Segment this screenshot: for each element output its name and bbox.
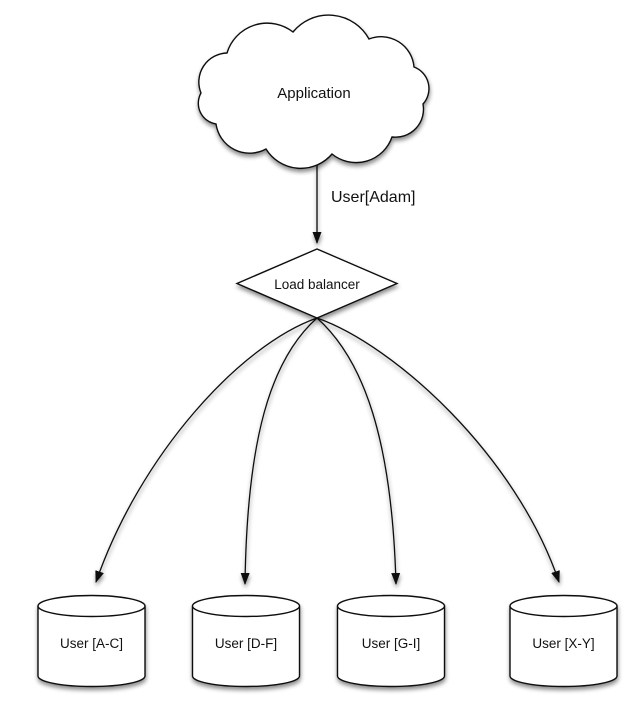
cylinder-top — [509, 594, 618, 618]
application-node: Application — [197, 14, 430, 170]
shard-ac-label: User [A-C] — [60, 636, 123, 651]
shard-df-node: User [D-F] — [191, 594, 301, 688]
cylinder-shape — [509, 606, 618, 688]
edge-loadbalancer-to-shard-gi-arrow — [316, 317, 401, 585]
shard-gi-label: User [G-I] — [362, 636, 421, 651]
cylinder-top — [37, 594, 146, 618]
cylinder-top — [191, 594, 301, 618]
shard-xy-node: User [X-Y] — [509, 594, 618, 688]
cylinder-top — [336, 594, 446, 618]
edge-loadbalancer-to-shard-df-arrow — [240, 317, 318, 585]
shard-gi-node: User [G-I] — [336, 594, 446, 688]
diamond-shape — [235, 248, 399, 319]
shard-xy-label: User [X-Y] — [532, 636, 594, 651]
cylinder-shape — [191, 606, 301, 688]
load-balancer-label: Load balancer — [274, 277, 360, 292]
cloud-shape — [197, 14, 430, 170]
shard-df-label: User [D-F] — [215, 636, 277, 651]
load-balancer-node: Load balancer — [235, 248, 399, 319]
edge-loadbalancer-to-shard-ac-arrow — [95, 317, 318, 583]
shard-ac-node: User [A-C] — [37, 594, 146, 688]
application-label: Application — [277, 85, 350, 102]
cylinder-shape — [336, 606, 446, 688]
edge-label-user-adam: User[Adam] — [331, 189, 415, 206]
edge-loadbalancer-to-shard-xy-arrow — [316, 317, 560, 583]
cylinder-shape — [37, 606, 146, 688]
